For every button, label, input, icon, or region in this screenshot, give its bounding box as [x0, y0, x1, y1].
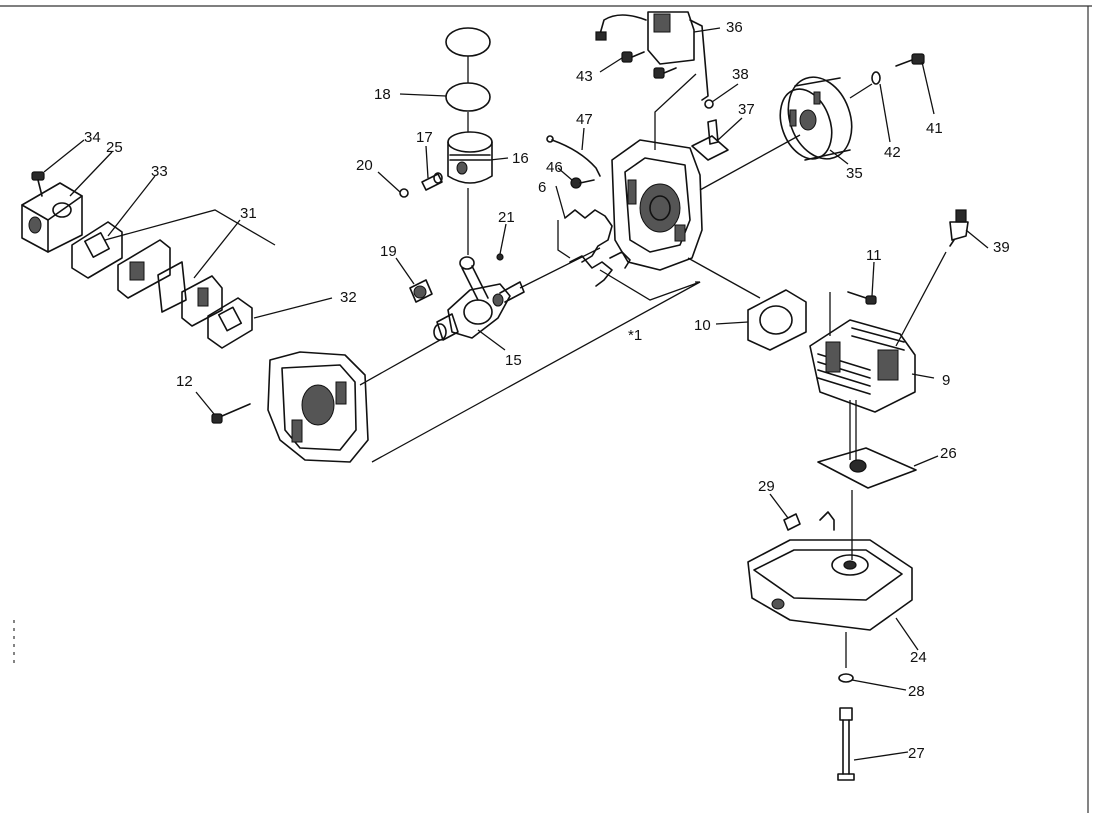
callout-21: 21 — [498, 209, 515, 226]
coil-mount-line — [654, 73, 697, 150]
crankcase-right — [611, 139, 703, 271]
callout-9: 9 — [942, 372, 950, 389]
callout-25: 25 — [106, 139, 123, 156]
callout-28: 28 — [908, 683, 925, 700]
cylinder-9 — [809, 319, 916, 413]
screws-43 — [621, 51, 677, 79]
piston-16 — [447, 131, 493, 184]
wire-47 — [551, 139, 601, 177]
bearing-19 — [409, 279, 433, 303]
flywheel-axis — [699, 134, 801, 191]
callout-19: 19 — [380, 243, 397, 260]
screw-46 — [570, 177, 595, 189]
piston-pin-17 — [421, 172, 443, 191]
callout-15: 15 — [505, 352, 522, 369]
reed-valve-31 — [117, 239, 223, 327]
wire-47-end — [546, 135, 554, 143]
assembly-line-crank — [359, 339, 441, 386]
callout-43: 43 — [576, 68, 593, 85]
gasket-32 — [207, 297, 253, 349]
callout-10: 10 — [694, 317, 711, 334]
callout-39: 39 — [993, 239, 1010, 256]
gasket-bracket — [557, 220, 571, 259]
callout-29: 29 — [758, 478, 775, 495]
washer-42 — [871, 71, 881, 85]
bolt-27 — [837, 707, 855, 781]
bracket-star1-lower — [371, 281, 701, 463]
flywheel-axis-2 — [849, 83, 873, 99]
adapter-block-25 — [21, 182, 83, 253]
gasket-33 — [71, 221, 123, 279]
muffler-24 — [747, 539, 913, 631]
callout-27: 27 — [908, 745, 925, 762]
cylinder-axis — [687, 257, 761, 299]
callout-32: 32 — [340, 289, 357, 306]
flywheel-35 — [779, 76, 853, 161]
washer-28 — [838, 673, 854, 683]
gasket-26 — [817, 447, 917, 489]
callout-31: 31 — [240, 205, 257, 222]
callout-20: 20 — [356, 157, 373, 174]
callout-35: 35 — [846, 165, 863, 182]
plug-boot-37 — [691, 119, 729, 161]
callout-17: 17 — [416, 129, 433, 146]
callout-46: 46 — [546, 159, 563, 176]
callout-26: 26 — [940, 445, 957, 462]
callout-47: 47 — [576, 111, 593, 128]
piston-ring-lower — [445, 82, 491, 112]
bolt-11 — [847, 291, 877, 305]
callout-11: 11 — [866, 247, 882, 264]
callout-6: 6 — [538, 179, 546, 196]
gasket-6 — [564, 209, 631, 287]
callout-24: 24 — [910, 649, 927, 666]
callout-41: 41 — [926, 120, 943, 137]
clip-20 — [399, 188, 409, 198]
gasket-10 — [747, 289, 807, 351]
group-bracket-31 — [104, 209, 276, 246]
crankshaft-15 — [433, 256, 525, 341]
callout-34: 34 — [84, 129, 101, 146]
crankcase-left — [267, 351, 369, 463]
piston-ring-upper — [445, 27, 491, 57]
callout-labels: 34 25 33 31 32 12 19 20 17 18 16 21 15 6… — [84, 19, 1010, 762]
leader-lines — [43, 27, 989, 761]
bracket-star1-upper — [599, 269, 701, 301]
callout-18: 18 — [374, 86, 391, 103]
plug-38 — [704, 99, 714, 109]
callout-16: 16 — [512, 150, 529, 167]
callout-38: 38 — [732, 66, 749, 83]
callout-36: 36 — [726, 19, 743, 36]
spark-plug-39 — [949, 209, 969, 247]
nut-41 — [895, 53, 925, 67]
callout-12: 12 — [176, 373, 193, 390]
clip-29 — [783, 511, 835, 531]
callout-42: 42 — [884, 144, 901, 161]
crank-axis-right — [519, 247, 601, 289]
callout-33: 33 — [151, 163, 168, 180]
bolt-12 — [211, 403, 251, 424]
callout-37: 37 — [738, 101, 755, 118]
key-21 — [496, 253, 504, 261]
callout-star1: *1 — [628, 327, 642, 344]
ignition-coil-36 — [595, 11, 709, 101]
